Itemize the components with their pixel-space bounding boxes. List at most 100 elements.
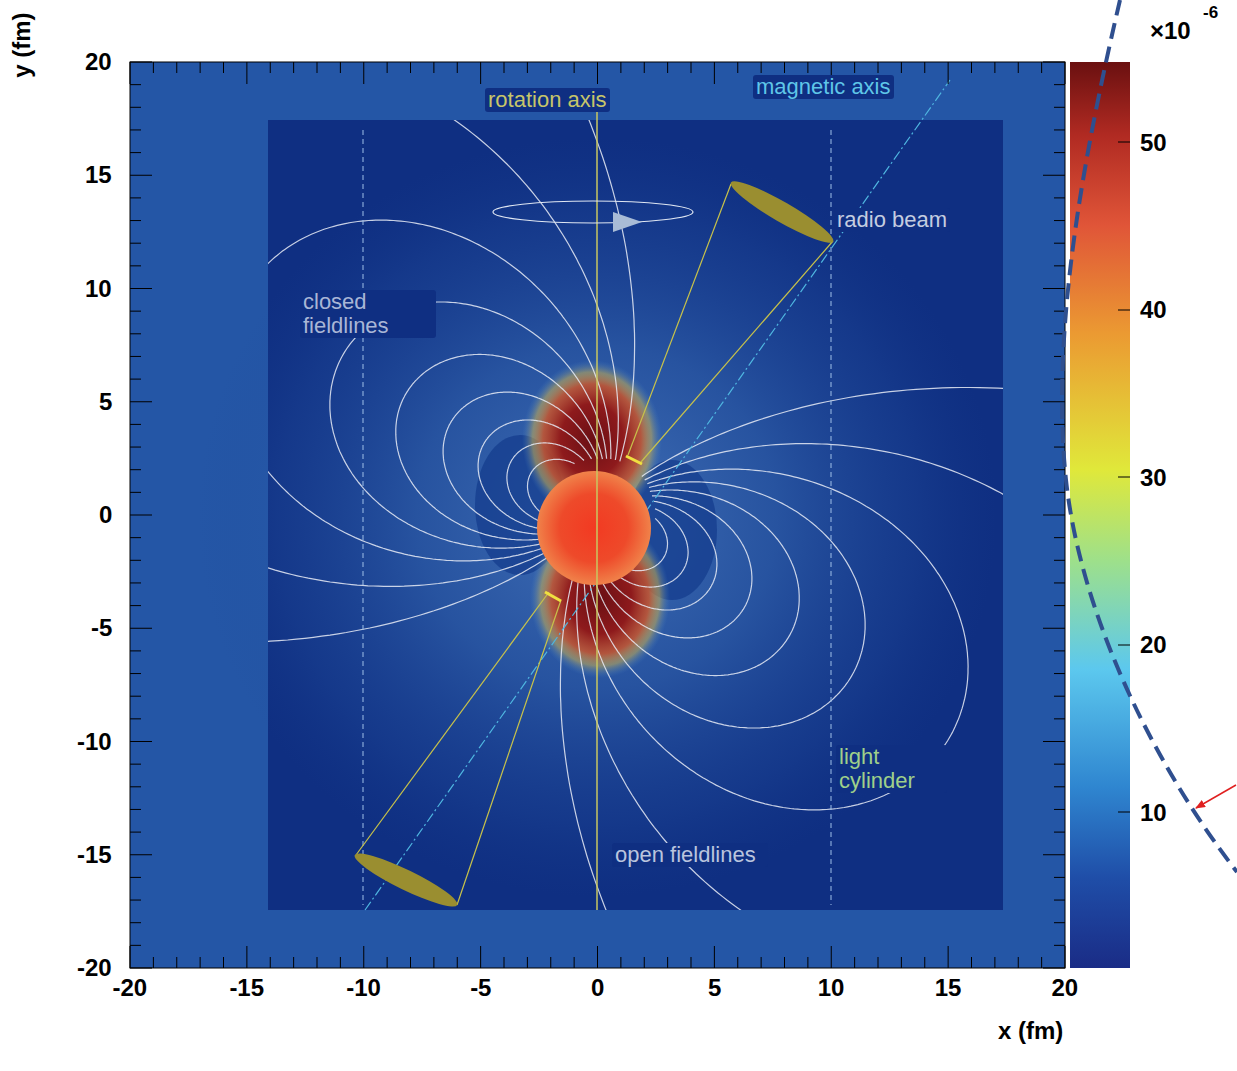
tick-mark xyxy=(550,62,551,73)
tick-label: 15 xyxy=(85,162,112,188)
field-lines xyxy=(268,120,1003,910)
magnetic-axis-line xyxy=(365,80,950,910)
tick-mark xyxy=(130,854,152,855)
tick-label: -10 xyxy=(77,729,112,755)
tick-mark xyxy=(480,62,481,84)
tick-label: 20 xyxy=(85,49,112,75)
plot-label: rotation axis xyxy=(485,88,610,112)
tick-mark xyxy=(130,696,141,697)
tick-mark xyxy=(504,957,505,968)
tick-mark xyxy=(130,243,141,244)
tick-mark xyxy=(691,62,692,73)
tick-mark xyxy=(1065,946,1066,968)
tick-mark xyxy=(130,129,141,130)
tick-mark xyxy=(1054,945,1065,946)
tick-mark xyxy=(130,401,152,402)
tick-mark xyxy=(317,957,318,968)
tick-mark xyxy=(761,62,762,73)
tick-mark xyxy=(574,957,575,968)
tick-mark xyxy=(1054,900,1065,901)
tick-mark xyxy=(1041,62,1042,73)
tick-mark xyxy=(1054,650,1065,651)
tick-mark xyxy=(737,957,738,968)
tick-mark xyxy=(1054,129,1065,130)
tick-mark xyxy=(714,62,715,84)
tick-mark xyxy=(457,957,458,968)
tick-mark xyxy=(1054,265,1065,266)
tick-mark xyxy=(574,62,575,73)
tick-mark xyxy=(270,62,271,73)
light-cylinder-line xyxy=(831,130,832,905)
tick-mark xyxy=(1054,809,1065,810)
colorbar-label: 40 xyxy=(1140,297,1167,323)
radio-beam-disk xyxy=(350,846,461,914)
tick-mark xyxy=(831,946,832,968)
tick-mark xyxy=(1054,243,1065,244)
tick-mark xyxy=(1054,424,1065,425)
tick-mark xyxy=(901,62,902,73)
tick-mark xyxy=(387,957,388,968)
tick-mark xyxy=(1065,62,1066,84)
tick-mark xyxy=(971,957,972,968)
tick-mark xyxy=(457,62,458,73)
tick-mark xyxy=(1054,197,1065,198)
tick-mark xyxy=(1043,741,1065,742)
tick-mark xyxy=(1043,968,1065,969)
tick-mark xyxy=(527,957,528,968)
tick-mark xyxy=(1043,628,1065,629)
tick-mark xyxy=(878,957,879,968)
tick-mark xyxy=(130,582,141,583)
tick-mark xyxy=(1041,957,1042,968)
tick-mark xyxy=(176,62,177,73)
tick-mark xyxy=(130,945,141,946)
tick-mark xyxy=(130,175,152,176)
tick-mark xyxy=(1054,764,1065,765)
tick-mark xyxy=(1054,84,1065,85)
tick-mark xyxy=(200,957,201,968)
tick-mark xyxy=(924,957,925,968)
colorbar-label: 50 xyxy=(1140,130,1167,156)
tick-mark xyxy=(130,469,141,470)
tick-mark xyxy=(1054,673,1065,674)
tick-mark xyxy=(130,628,152,629)
tick-mark xyxy=(667,62,668,73)
emission-mark xyxy=(545,592,561,601)
tick-mark xyxy=(433,62,434,73)
tick-mark xyxy=(901,957,902,968)
tick-label: -10 xyxy=(346,975,381,1001)
tick-mark xyxy=(1054,220,1065,221)
tick-mark xyxy=(924,62,925,73)
tick-label: 10 xyxy=(818,975,845,1001)
tick-mark xyxy=(270,957,271,968)
tick-mark xyxy=(130,900,141,901)
tick-mark xyxy=(761,957,762,968)
colorbar-ticks xyxy=(1118,142,1130,812)
scale-factor: ×10 xyxy=(1150,18,1191,44)
scale-exponent: -6 xyxy=(1203,4,1218,23)
tick-mark xyxy=(854,957,855,968)
tick-mark xyxy=(130,537,141,538)
tick-mark xyxy=(644,62,645,73)
tick-label: -20 xyxy=(113,975,148,1001)
tick-mark xyxy=(433,957,434,968)
tick-mark xyxy=(878,62,879,73)
tick-mark xyxy=(130,946,131,968)
tick-mark xyxy=(130,447,141,448)
tick-mark xyxy=(1054,605,1065,606)
tick-mark xyxy=(130,605,141,606)
tick-mark xyxy=(246,946,247,968)
tick-mark xyxy=(1043,515,1065,516)
tick-mark xyxy=(527,62,528,73)
emission-mark xyxy=(626,456,642,464)
tick-mark xyxy=(550,957,551,968)
colorbar-label: 30 xyxy=(1140,465,1167,491)
tick-mark xyxy=(130,718,141,719)
neutron-star xyxy=(537,471,651,585)
tick-mark xyxy=(1054,537,1065,538)
tick-mark xyxy=(1043,175,1065,176)
tick-mark xyxy=(130,424,141,425)
tick-mark xyxy=(1054,469,1065,470)
tick-mark xyxy=(130,673,141,674)
tick-mark xyxy=(293,62,294,73)
tick-mark xyxy=(130,515,152,516)
